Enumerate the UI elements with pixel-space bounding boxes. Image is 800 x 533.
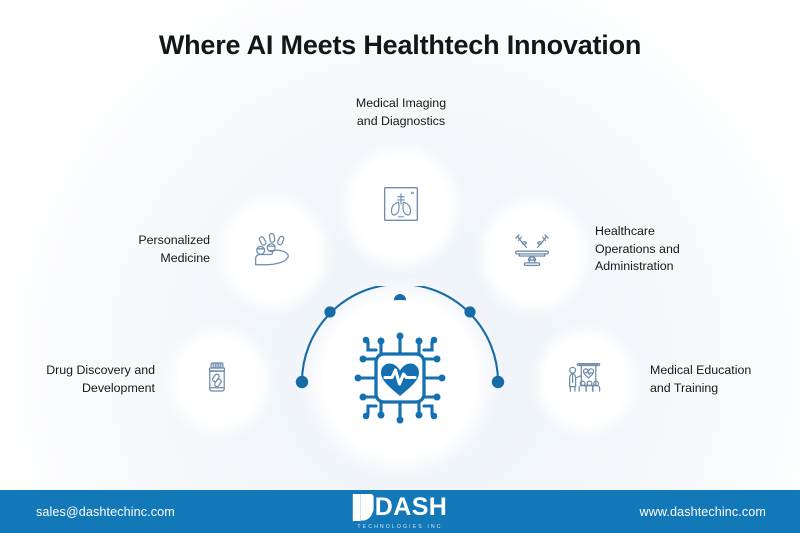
arc-dot-upper-left (324, 306, 336, 318)
operating-table-icon (514, 234, 550, 267)
label-line: Healthcare (595, 224, 655, 238)
node-disc (230, 206, 316, 292)
label-line: Personalized (138, 233, 210, 247)
logo-word: DASH (374, 492, 448, 521)
label-drug-discovery: Drug Discovery and Development (5, 362, 155, 397)
label-line: and Diagnostics (356, 113, 446, 128)
node-disc (355, 158, 447, 250)
pill-bottle-icon (208, 362, 226, 392)
node-medical-education[interactable] (544, 338, 624, 418)
node-personalized-medicine[interactable] (230, 206, 316, 292)
arc-dot-left-end (295, 375, 309, 389)
logo-tagline: TECHNOLOGIES INC (357, 523, 443, 530)
dash-logo[interactable]: DASH TECHNOLOGIES INC (352, 492, 448, 530)
label-line: Medical Imaging (355, 96, 447, 110)
ai-chip-heartbeat-icon (354, 332, 446, 424)
ecg-line (383, 368, 417, 386)
label-medical-education: Medical Education and Training (650, 362, 800, 397)
label-line: Drug Discovery and (46, 363, 155, 377)
node-drug-discovery[interactable] (178, 338, 256, 416)
node-medical-imaging[interactable] (355, 158, 447, 250)
node-disc (178, 338, 256, 416)
center-node-ai-chip[interactable] (322, 300, 478, 456)
label-line: Development (81, 380, 155, 395)
node-disc (544, 338, 624, 418)
label-line: Administration (595, 259, 674, 273)
hand-holding-pills-icon (255, 232, 289, 266)
label-personalized-medicine: Personalized Medicine (95, 232, 210, 267)
label-line: and Training (650, 380, 719, 395)
node-disc (489, 208, 575, 294)
label-healthcare-operations: Healthcare Operations and Administration (595, 223, 755, 276)
footer-bar: sales@dashtechinc.com DASH TECHNOLOGIES … (0, 490, 800, 533)
node-healthcare-operations[interactable] (489, 208, 575, 294)
logo-wordmark-row: DASH (352, 492, 448, 521)
label-line: Operations and (595, 241, 680, 256)
page-title: Where AI Meets Healthtech Innovation (158, 30, 642, 60)
arc-path (300, 286, 500, 384)
label-line: Medicine (160, 250, 210, 265)
label-medical-imaging: Medical Imaging and Diagnostics (311, 95, 491, 130)
arc-dot-right-end (491, 375, 505, 389)
lungs-xray-icon (383, 186, 419, 222)
label-line: Medical Education (650, 363, 752, 377)
medical-training-presentation-icon (569, 363, 601, 392)
arc-dot-upper-right (464, 306, 476, 318)
footer-website-link[interactable]: www.dashtechinc.com (639, 504, 766, 519)
footer-email-link[interactable]: sales@dashtechinc.com (36, 504, 175, 519)
dash-d-mark-icon (352, 493, 374, 521)
